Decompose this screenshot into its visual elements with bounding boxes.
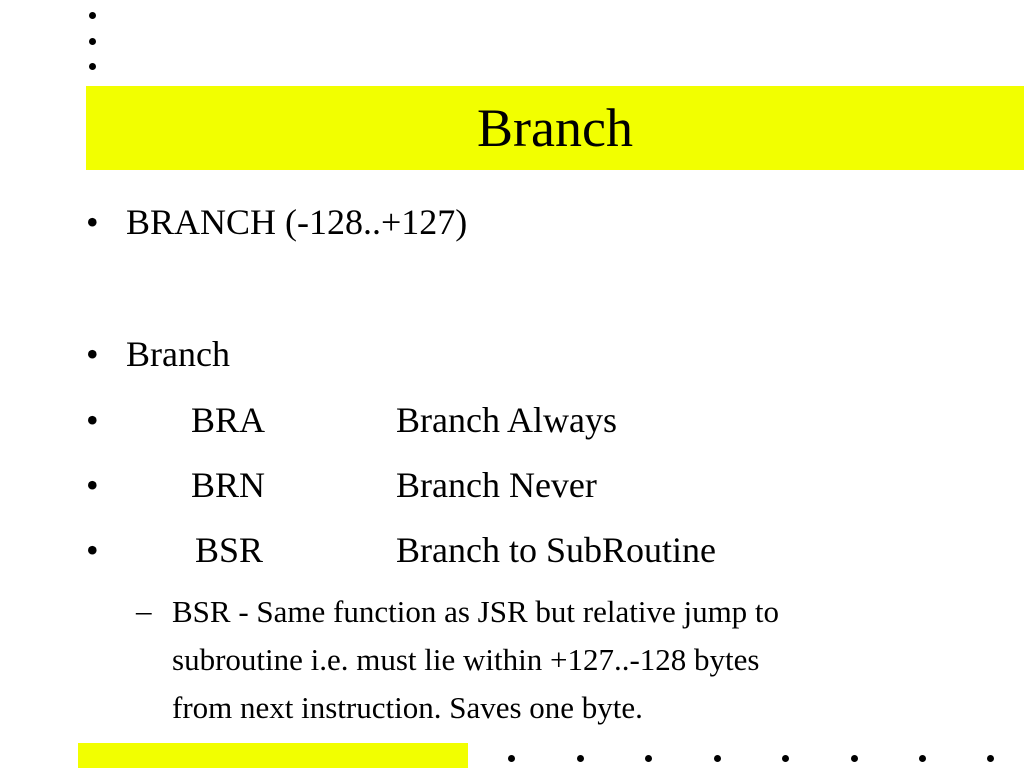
bullet-text: Branch	[126, 334, 230, 374]
note-line: subroutine i.e. must lie within +127..-1…	[172, 642, 760, 677]
decorative-dot	[89, 63, 96, 70]
decorative-dot	[987, 755, 994, 762]
decorative-dot	[919, 755, 926, 762]
instruction-description: Branch Always	[396, 400, 617, 440]
dash-icon: –	[136, 593, 152, 628]
bullet-icon: •	[86, 400, 99, 440]
note-line: BSR - Same function as JSR but relative …	[172, 594, 780, 629]
bullet-icon: •	[86, 202, 99, 242]
note-text: BSR - Same function as JSR but relative …	[172, 588, 972, 732]
decorative-dot	[714, 755, 721, 762]
sub-bullet-note: – BSR - Same function as JSR but relativ…	[0, 588, 1024, 738]
decorative-dot	[577, 755, 584, 762]
decorative-dot	[645, 755, 652, 762]
instruction-description: Branch to SubRoutine	[396, 530, 716, 570]
decorative-dot	[851, 755, 858, 762]
bullet-icon: •	[86, 334, 99, 374]
decorative-dot	[89, 12, 96, 19]
decorative-dot	[508, 755, 515, 762]
decorative-dot	[782, 755, 789, 762]
instruction-description: Branch Never	[396, 465, 597, 505]
footer-bar	[78, 743, 468, 768]
decorative-dot	[89, 38, 96, 45]
title-bar: Branch	[86, 86, 1024, 170]
instruction-mnemonic: BSR	[195, 530, 264, 570]
instruction-mnemonic: BRN	[191, 465, 266, 505]
instruction-mnemonic: BRA	[191, 400, 266, 440]
slide-title: Branch	[477, 98, 633, 158]
bullet-icon: •	[86, 530, 99, 570]
bullet-text: BRANCH (-128..+127)	[126, 202, 468, 242]
note-line: from next instruction. Saves one byte.	[172, 690, 643, 725]
bullet-icon: •	[86, 465, 99, 505]
